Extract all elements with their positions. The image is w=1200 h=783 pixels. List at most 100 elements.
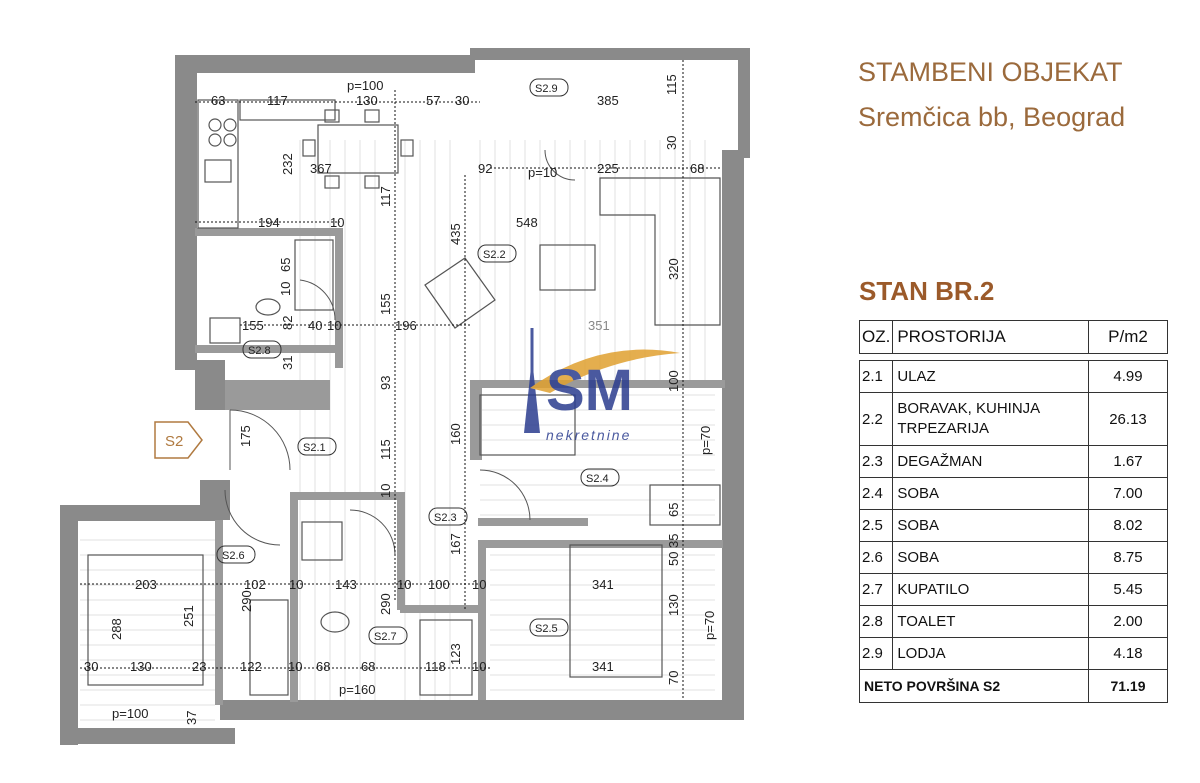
row-name: BORAVAK, KUHINJA TRPEZARIJA	[892, 392, 1089, 446]
dim-label: 63	[211, 93, 225, 108]
watermark-logo-text: SM	[546, 358, 633, 423]
door-swings	[224, 149, 576, 556]
dim-label: 65	[278, 258, 293, 272]
dim-label: p=10	[528, 165, 557, 180]
dimension-lines	[80, 60, 720, 700]
dim-label: 143	[335, 577, 357, 592]
dim-label: 117	[378, 186, 393, 207]
dim-label: 290	[239, 590, 254, 612]
table-spacer	[859, 353, 1168, 361]
dim-label: 70	[666, 671, 681, 685]
dim-label: 10	[472, 659, 486, 674]
room-tag-s23: S2.3	[434, 512, 457, 524]
dim-label: 40	[308, 318, 322, 333]
dim-label: 123	[448, 643, 463, 665]
dim-label: 31	[280, 356, 295, 370]
dim-label: 30	[84, 659, 98, 674]
dim-label: 10	[472, 577, 486, 592]
floor-plan: S2 S2.9 S2.2 S2.8 S2.1 S2.4 S2.3 S2.6 S2…	[60, 48, 750, 745]
living-furniture	[424, 177, 721, 329]
dim-label: 30	[664, 136, 679, 150]
row-name: SOBA	[892, 477, 1089, 510]
row-area: 8.75	[1088, 541, 1168, 574]
row-area: 1.67	[1088, 445, 1168, 478]
row-area: 4.18	[1088, 637, 1168, 670]
dim-label: p=100	[347, 78, 384, 93]
row-oz: 2.2	[858, 392, 894, 446]
dim-label: 82	[280, 316, 295, 330]
row-oz: 2.4	[858, 477, 894, 510]
watermark-logo: SM nekretnine	[524, 328, 680, 443]
dim-label: 57	[426, 93, 440, 108]
dim-label: 196	[395, 318, 417, 333]
dim-label: 92	[478, 161, 492, 176]
dim-label: 367	[310, 161, 332, 176]
dim-label: 35	[666, 534, 681, 548]
entrance-tag: S2	[165, 433, 183, 450]
bedroom-furniture	[87, 394, 721, 696]
entrance-marker: S2	[154, 421, 203, 459]
dim-label: 130	[130, 659, 152, 674]
dim-label: 10	[278, 282, 293, 296]
row-area: 2.00	[1088, 605, 1168, 638]
dim-label: 548	[516, 215, 538, 230]
room-tag-s29: S2.9	[535, 83, 558, 95]
dim-label: 100	[666, 370, 681, 392]
dim-label: 115	[664, 74, 679, 95]
dim-label: 155	[242, 318, 264, 333]
dim-label: 65	[666, 503, 681, 517]
room-tag-s21: S2.1	[303, 442, 326, 454]
dim-label: 341	[592, 659, 614, 674]
row-name: SOBA	[892, 541, 1089, 574]
dim-label: p=100	[112, 706, 149, 721]
dim-label: 37	[184, 711, 199, 725]
dim-label: 115	[378, 439, 393, 460]
dim-label: 10	[397, 577, 411, 592]
row-area: 26.13	[1088, 392, 1168, 446]
row-area: 5.45	[1088, 573, 1168, 606]
watermark-brand: nekretnine	[546, 427, 631, 443]
total-value: 71.19	[1088, 669, 1168, 703]
dim-label: 155	[378, 293, 393, 315]
row-oz: 2.7	[858, 573, 894, 606]
row-area: 7.00	[1088, 477, 1168, 510]
row-area: 8.02	[1088, 509, 1168, 542]
col-oz-header: OZ.	[858, 320, 894, 354]
dim-label: 288	[109, 618, 124, 640]
room-tag-s25: S2.5	[535, 623, 558, 635]
room-tag-s27: S2.7	[374, 631, 397, 643]
dim-label: 30	[455, 93, 469, 108]
total-label: NETO POVRŠINA S2	[859, 669, 1089, 703]
room-tag-s24: S2.4	[586, 473, 609, 485]
dim-label: 10	[288, 659, 302, 674]
dim-label: 385	[597, 93, 619, 108]
dim-label: 341	[592, 577, 614, 592]
col-area-header: P/m2	[1088, 320, 1168, 354]
dim-label: 130	[666, 594, 681, 616]
dim-label: 68	[690, 161, 704, 176]
room-tag-s26: S2.6	[222, 550, 245, 562]
dim-label: 118	[425, 659, 446, 674]
dim-label: 122	[240, 659, 262, 674]
inner-walls	[195, 228, 725, 705]
dim-label: p=160	[339, 682, 376, 697]
row-name: KUPATILO	[892, 573, 1089, 606]
kitchen-counter	[197, 99, 336, 229]
apartment-title: STAN BR.2	[859, 276, 995, 306]
row-oz: 2.9	[858, 637, 894, 670]
row-name: TOALET	[892, 605, 1089, 638]
row-area: 4.99	[1088, 360, 1168, 393]
row-oz: 2.6	[858, 541, 894, 574]
dim-label: p=70	[702, 611, 717, 640]
dim-label: 50	[666, 552, 681, 566]
row-oz: 2.8	[858, 605, 894, 638]
